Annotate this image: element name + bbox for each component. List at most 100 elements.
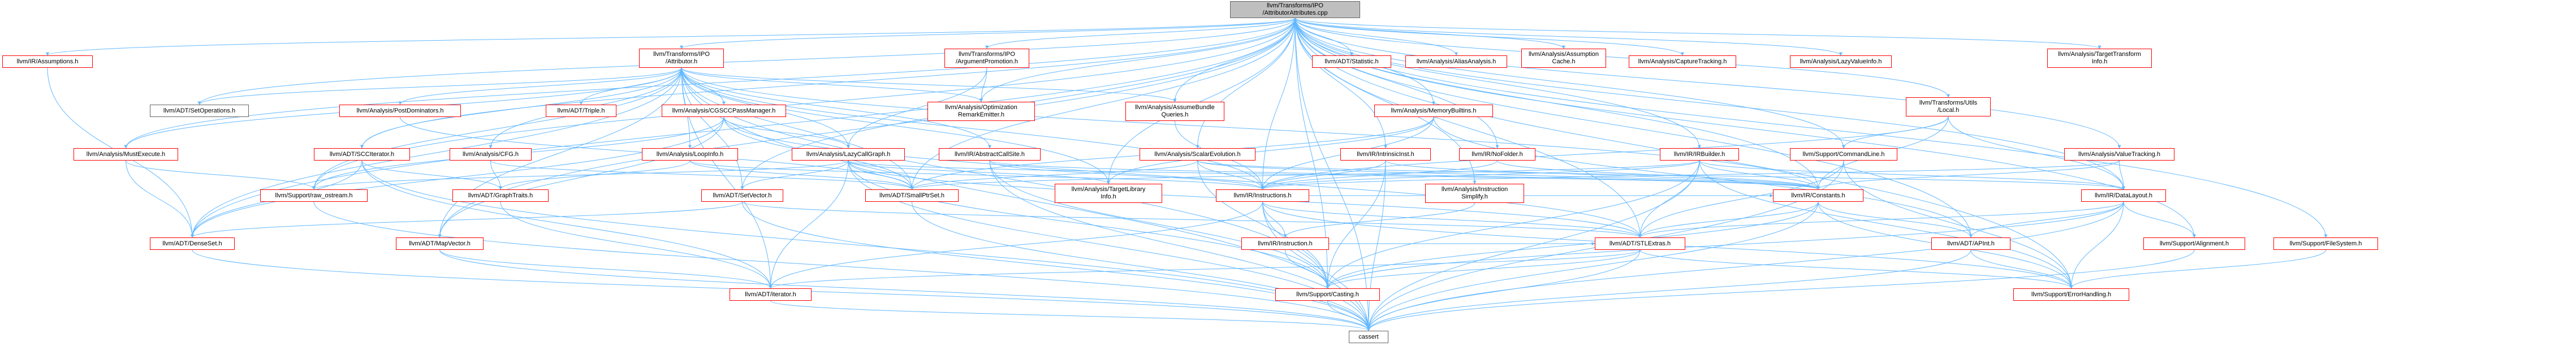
- edge-attributor-to-assumebundle: [681, 67, 1177, 102]
- edge-root-to-lazyvalueinfo: [1295, 18, 1843, 56]
- node-stlextras[interactable]: llvm/ADT/STLExtras.h: [1595, 237, 1685, 250]
- edge-mapvector-to-iterator: [439, 249, 773, 289]
- node-iterator[interactable]: llvm/ADT/iterator.h: [730, 288, 812, 301]
- edge-irbuilder-to-cassert: [1367, 160, 1700, 331]
- edge-valuetracking-to-instructions: [1261, 160, 2120, 190]
- node-alignment[interactable]: llvm/Support/Alignment.h: [2143, 237, 2245, 250]
- edge-memorybuiltins-to-targetlibinfo: [1107, 116, 1434, 184]
- node-graphtraits[interactable]: llvm/ADT/GraphTraits.h: [452, 189, 549, 202]
- node-smallptrset[interactable]: llvm/ADT/SmallPtrSet.h: [865, 189, 959, 202]
- node-cassert[interactable]: cassert: [1349, 331, 1388, 343]
- edge-lazycallgraph-to-setvector: [740, 160, 849, 190]
- edge-root-to-smallptrset: [910, 18, 1296, 190]
- edge-root-to-utilslocal: [1295, 18, 1950, 98]
- node-instsimplify[interactable]: llvm/Analysis/Instruction Simplify.h: [1425, 184, 1524, 203]
- edge-root-to-densemap_set: [191, 18, 1296, 238]
- edge-attributor-to-constants: [681, 67, 1820, 190]
- node-lazycallgraph[interactable]: llvm/Analysis/LazyCallGraph.h: [792, 148, 905, 161]
- node-assumptions[interactable]: llvm/IR/Assumptions.h: [2, 55, 93, 68]
- node-nofolder[interactable]: llvm/IR/NoFolder.h: [1459, 148, 1535, 161]
- node-instruction[interactable]: llvm/IR/Instruction.h: [1241, 237, 1329, 250]
- edge-stlextras-to-errorhandling: [1639, 249, 2073, 289]
- node-postdominators[interactable]: llvm/Analysis/PostDominators.h: [339, 105, 461, 117]
- node-datalayout[interactable]: llvm/IR/DataLayout.h: [2081, 189, 2166, 202]
- edge-datalayout-to-casting: [1326, 201, 2124, 289]
- node-instructions[interactable]: llvm/IR/Instructions.h: [1216, 189, 1309, 202]
- edge-datalayout-to-alignment: [2123, 201, 2196, 238]
- edge-nofolder-to-instructions: [1261, 160, 1498, 190]
- edge-root-to-filesystem: [1295, 18, 2328, 238]
- node-assumebundle[interactable]: llvm/Analysis/AssumeBundle Queries.h: [1125, 102, 1224, 121]
- edge-apint-to-errorhandling: [1970, 249, 2073, 289]
- node-filesystem[interactable]: llvm/Support/FileSystem.h: [2273, 237, 2378, 250]
- edge-attributor-to-setvector: [681, 67, 744, 190]
- edge-instsimplify-to-instruction: [1283, 202, 1475, 238]
- node-intrinsicinst[interactable]: llvm/IR/IntrinsicInst.h: [1340, 148, 1431, 161]
- edge-irbuilder-to-stlextras: [1638, 160, 1700, 238]
- node-irbuilder[interactable]: llvm/IR/IRBuilder.h: [1660, 148, 1739, 161]
- node-capturetracking[interactable]: llvm/Analysis/CaptureTracking.h: [1629, 55, 1736, 68]
- node-targetlibinfo[interactable]: llvm/Analysis/TargetLibrary Info.h: [1055, 184, 1162, 203]
- node-apint[interactable]: llvm/ADT/APInt.h: [1931, 237, 2010, 250]
- node-sccitr[interactable]: llvm/ADT/SCCIterator.h: [314, 148, 410, 161]
- edge-root-to-attributor: [680, 18, 1296, 49]
- edge-root-to-assumptions: [46, 18, 1296, 56]
- node-cgscc[interactable]: llvm/Analysis/CGSCCPassManager.h: [662, 105, 786, 117]
- edge-root-to-mustexecute: [124, 18, 1296, 149]
- node-constants[interactable]: llvm/IR/Constants.h: [1773, 189, 1863, 202]
- node-cfg[interactable]: llvm/Analysis/CFG.h: [450, 148, 532, 161]
- edge-attributor-to-sccitr: [360, 67, 682, 149]
- edge-root-to-targetlibinfo: [1107, 18, 1296, 184]
- edge-utilslocal-to-datalayout: [1948, 116, 2125, 190]
- node-memorybuiltins[interactable]: llvm/Analysis/MemoryBuiltins.h: [1374, 105, 1493, 117]
- edge-intrinsicinst-to-constants: [1385, 160, 1820, 190]
- node-setoperations[interactable]: llvm/ADT/SetOperations.h: [150, 105, 249, 117]
- edge-instructions-to-cassert: [1262, 201, 1370, 331]
- node-errorhandling[interactable]: llvm/Support/ErrorHandling.h: [2013, 288, 2129, 301]
- edge-graphtraits-to-iterator: [500, 201, 773, 289]
- node-root[interactable]: llvm/Transforms/IPO /AttributorAttribute…: [1230, 1, 1360, 18]
- edge-attributor-to-triple: [579, 67, 682, 105]
- edge-attributor-to-mapvector: [438, 67, 682, 238]
- edge-lazycallgraph-to-iterator: [769, 160, 849, 289]
- node-setvector[interactable]: llvm/ADT/SetVector.h: [701, 189, 783, 202]
- node-rawostream[interactable]: llvm/Support/raw_ostream.h: [260, 189, 368, 202]
- edge-scalarevolution-to-smallptrset: [910, 160, 1198, 190]
- node-valuetracking[interactable]: llvm/Analysis/ValueTracking.h: [2064, 148, 2174, 161]
- edge-commandline-to-stlextras: [1638, 160, 1844, 238]
- node-argpromo[interactable]: llvm/Transforms/IPO /ArgumentPromotion.h: [944, 49, 1029, 68]
- edge-sccitr-to-cassert: [361, 160, 1370, 331]
- edge-commandline-to-errorhandling: [1843, 160, 2073, 289]
- edge-setvector-to-densemap_set: [191, 201, 743, 238]
- edge-attributor-to-casting: [681, 67, 1330, 289]
- node-casting[interactable]: llvm/Support/Casting.h: [1275, 288, 1380, 301]
- node-statistic[interactable]: llvm/ADT/Statistic.h: [1312, 55, 1391, 68]
- node-abstractcallsite[interactable]: llvm/IR/AbstractCallSite.h: [939, 148, 1041, 161]
- edge-sccitr-to-iterator: [361, 160, 773, 289]
- edge-root-to-argpromo: [985, 18, 1296, 49]
- node-optremark[interactable]: llvm/Analysis/Optimization RemarkEmitter…: [927, 102, 1035, 121]
- edge-valuetracking-to-constants: [1816, 160, 2120, 190]
- node-lazyvalueinfo[interactable]: llvm/Analysis/LazyValueInfo.h: [1790, 55, 1892, 68]
- node-attributor[interactable]: llvm/Transforms/IPO /Attributor.h: [639, 49, 724, 68]
- node-assumptioncache[interactable]: llvm/Analysis/Assumption Cache.h: [1521, 49, 1606, 68]
- edge-instruction-to-casting: [1285, 249, 1330, 289]
- edge-abstractcallsite-to-constants: [989, 160, 1820, 190]
- node-triple[interactable]: llvm/ADT/Triple.h: [546, 105, 616, 117]
- node-utilslocal[interactable]: llvm/Transforms/Utils /Local.h: [1906, 97, 1991, 116]
- edge-root-to-setoperations: [197, 18, 1296, 105]
- node-targettransform[interactable]: llvm/Analysis/TargetTransform Info.h: [2047, 49, 2152, 68]
- edge-root-to-nofolder: [1295, 18, 1499, 149]
- node-commandline[interactable]: llvm/Support/CommandLine.h: [1790, 148, 1897, 161]
- node-mapvector[interactable]: llvm/ADT/MapVector.h: [396, 237, 484, 250]
- node-densemap-set[interactable]: llvm/ADT/DenseSet.h: [150, 237, 235, 250]
- edge-abstractcallsite-to-casting: [989, 160, 1330, 289]
- node-scalarevolution[interactable]: llvm/Analysis/ScalarEvolution.h: [1140, 148, 1255, 161]
- edge-stlextras-to-iterator: [769, 249, 1641, 289]
- node-aliasanalysis[interactable]: llvm/Analysis/AliasAnalysis.h: [1405, 55, 1507, 68]
- node-loopinfo[interactable]: llvm/Analysis/LoopInfo.h: [642, 148, 738, 161]
- node-mustexecute[interactable]: llvm/Analysis/MustExecute.h: [74, 148, 178, 161]
- edge-datalayout-to-errorhandling: [2069, 201, 2124, 289]
- edge-root-to-capturetracking: [1295, 18, 1684, 56]
- edge-irbuilder-to-errorhandling: [1699, 160, 2073, 289]
